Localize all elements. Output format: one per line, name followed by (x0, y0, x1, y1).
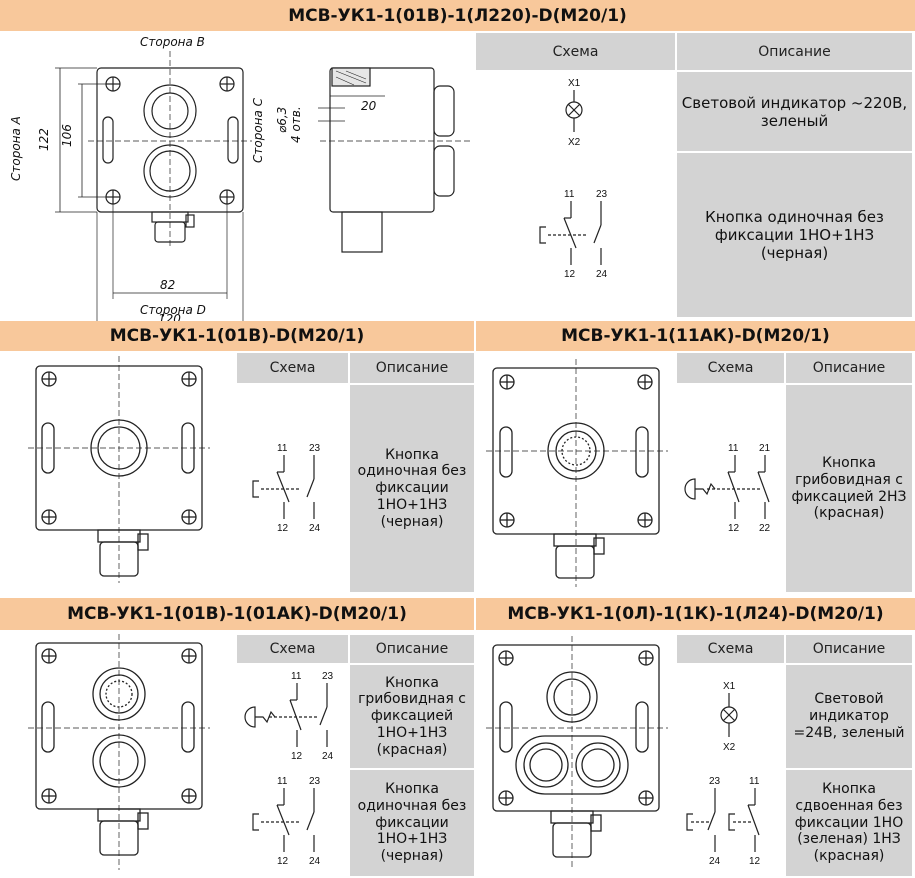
dimension-holes: 4 отв. (289, 106, 303, 143)
side-a-label: Сторона А (9, 116, 23, 181)
side-d-label: Сторона D (140, 303, 206, 317)
screw-icon (41, 648, 57, 664)
scheme-double-button: 23 11 24 12 (677, 770, 784, 876)
enclosure-drawing-mid-left (0, 351, 235, 594)
section-title-mid-left: МСВ-УК1-1(01В)-D(M20/1) (0, 321, 474, 351)
terminal-label: 12 (277, 856, 289, 867)
screw-icon (181, 648, 197, 664)
terminal-label: 12 (277, 523, 289, 534)
column-header-description: Описание (786, 353, 912, 383)
side-c-label: Сторона С (251, 97, 265, 163)
section-title-bottom-right: МСВ-УК1-1(0Л)-1(1К)-1(Л24)-D(M20/1) (476, 598, 915, 630)
terminal-label: 11 (749, 776, 760, 787)
terminal-label: 24 (709, 856, 721, 867)
dimension-106: 106 (60, 124, 74, 147)
scheme-mushroom-button: 11 23 12 24 (237, 665, 348, 768)
scheme-mushroom-button: 11 21 12 22 (677, 385, 784, 592)
screw-icon (499, 374, 515, 390)
screw-icon (498, 790, 514, 806)
terminal-label: 21 (759, 443, 771, 454)
terminal-label: 11 (564, 189, 575, 200)
screw-icon (41, 788, 57, 804)
screw-icon (105, 76, 121, 92)
screw-icon (105, 189, 121, 205)
dimension-hole: ⌀6,3 (275, 107, 289, 133)
description-cell: Световой индикатор ~220В, зеленый (677, 72, 912, 151)
section-title-bottom-left: МСВ-УК1-1(01В)-1(01АК)-D(M20/1) (0, 598, 474, 630)
scheme-indicator-lamp: X1 X2 (677, 665, 784, 768)
dimension-20: 20 (361, 99, 377, 113)
column-header-scheme: Схема (237, 353, 348, 383)
description-cell: Кнопка сдвоенная без фиксации 1НО (зелен… (786, 770, 912, 876)
terminal-label: 24 (309, 856, 321, 867)
description-cell: Кнопка одиночная без фиксации 1НО+1НЗ (ч… (677, 153, 912, 317)
terminal-label: 12 (749, 856, 761, 867)
terminal-label: X2 (723, 742, 736, 753)
side-b-label: Сторона В (140, 35, 205, 49)
column-header-scheme: Схема (476, 33, 675, 70)
terminal-label: 11 (277, 443, 288, 454)
screw-icon (219, 76, 235, 92)
screw-icon (499, 512, 515, 528)
enclosure-drawing-mid-right (476, 351, 674, 594)
terminal-label: 23 (322, 671, 334, 682)
screw-icon (638, 650, 654, 666)
terminal-label: 23 (596, 189, 608, 200)
terminal-label: 24 (309, 523, 321, 534)
screw-icon (498, 650, 514, 666)
screw-icon (41, 371, 57, 387)
description-cell: Световой индикатор =24В, зеленый (786, 665, 912, 768)
terminal-label: X2 (568, 137, 581, 148)
column-header-description: Описание (786, 635, 912, 663)
scheme-pushbutton: 11 23 12 24 (237, 385, 348, 592)
dimension-122: 122 (37, 128, 51, 151)
description-cell: Кнопка грибовидная с фиксацией 2НЗ (крас… (786, 385, 912, 592)
terminal-label: 23 (709, 776, 721, 787)
description-cell: Кнопка грибовидная с фиксацией 1НО+1НЗ (… (350, 665, 474, 768)
screw-icon (638, 790, 654, 806)
terminal-label: 12 (564, 269, 576, 280)
terminal-label: X1 (723, 681, 736, 692)
terminal-label: 24 (322, 751, 334, 762)
screw-icon (637, 512, 653, 528)
dimension-82: 82 (160, 278, 175, 292)
column-header-description: Описание (677, 33, 912, 70)
screw-icon (219, 189, 235, 205)
terminal-label: 24 (596, 269, 608, 280)
screw-icon (181, 788, 197, 804)
enclosure-drawing-bottom-right (476, 630, 674, 878)
terminal-label: 11 (728, 443, 739, 454)
screw-icon (181, 371, 197, 387)
scheme-pushbutton: 11 23 12 24 (476, 153, 675, 317)
column-header-description: Описание (350, 353, 474, 383)
section-title-top: МСВ-УК1-1(01В)-1(Л220)-D(M20/1) (0, 0, 915, 31)
terminal-label: 23 (309, 443, 321, 454)
description-cell: Кнопка одиночная без фиксации 1НО+1НЗ (ч… (350, 385, 474, 592)
section-title-mid-right: МСВ-УК1-1(11АК)-D(M20/1) (476, 321, 915, 351)
screw-icon (637, 374, 653, 390)
column-header-description: Описание (350, 635, 474, 663)
screw-icon (181, 509, 197, 525)
column-header-scheme: Схема (677, 635, 784, 663)
scheme-indicator-lamp: X1 X2 (476, 72, 675, 151)
terminal-label: 22 (759, 523, 771, 534)
description-cell: Кнопка одиночная без фиксации 1НО+1НЗ (ч… (350, 770, 474, 876)
enclosure-technical-drawing: Сторона В Сторона D Сторона А Сторона С … (9, 35, 470, 333)
scheme-pushbutton: 11 23 12 24 (237, 770, 348, 876)
enclosure-drawing-top: Сторона В Сторона D Сторона А Сторона С … (0, 31, 474, 333)
column-header-scheme: Схема (677, 353, 784, 383)
terminal-label: 11 (277, 776, 288, 787)
terminal-label: 12 (728, 523, 740, 534)
terminal-label: X1 (568, 78, 581, 89)
screw-icon (41, 509, 57, 525)
terminal-label: 11 (291, 671, 302, 682)
enclosure-drawing-bottom-left (0, 630, 235, 878)
column-header-scheme: Схема (237, 635, 348, 663)
terminal-label: 12 (291, 751, 303, 762)
terminal-label: 23 (309, 776, 321, 787)
